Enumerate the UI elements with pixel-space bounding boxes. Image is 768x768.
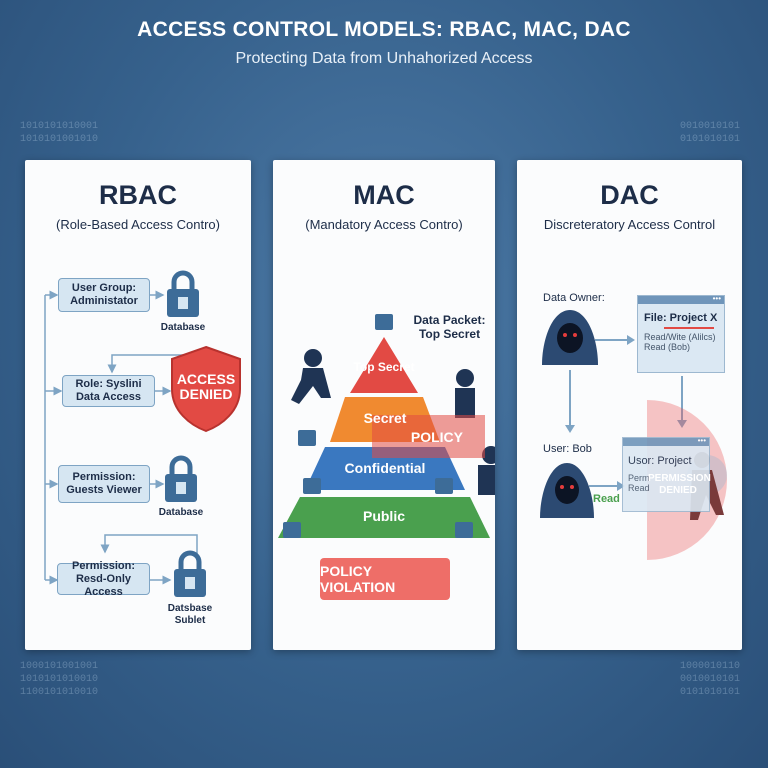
lock-icon [165,455,197,502]
permission-denied-text: PERMISSION DENIED [648,473,711,496]
page-title: ACCESS CONTROL MODELS: RBAC, MAC, DAC [137,18,631,41]
window-titlebar: ••• [638,295,724,304]
tier-top-secret [350,337,418,393]
binary-decoration: 1010101010001 1010101001010 [20,121,99,145]
shield-icon [171,345,241,433]
read-label: Read [593,493,620,505]
rbac-title: RBAC [99,180,177,210]
rbac-box-user-group: User Group: Administator [58,278,150,312]
rbac-target-label: Database [160,322,206,333]
file-window: ••• File: Project X Read/Wite (Alilcs) R… [637,295,725,373]
file-permission-line: Read (Bob) [644,342,691,352]
file2-line: Perm [628,473,650,483]
file-permission-line: Read/Wite (Alilcs) [644,332,716,342]
file-title: File: Project X [644,312,718,324]
tier-label: Top Secret [353,360,415,374]
mac-subtitle: (Mandatory Access Contro) [305,217,463,232]
dac-title: DAC [600,180,659,210]
binary-decoration: 1000010110 0010010101 0101010101 [680,661,741,698]
rbac-box-role: Role: Syslini Data Access [62,375,155,407]
rbac-box-permission-readonly: Permission: Resd-Only Access [57,560,150,598]
rbac-subtitle: (Role-Based Access Contro) [55,217,220,232]
tier-label: Confidential [344,460,426,476]
tier-label: Public [362,508,405,524]
file2-title: Usor: Project [628,455,692,467]
rbac-target-label: Datsbase Sublet [167,603,213,626]
dac-subtitle: Discreteratory Access Control [543,217,716,232]
tier-label: Secret [363,410,407,426]
file2-line: Read [628,483,650,493]
mac-title: MAC [353,180,415,210]
rbac-target-label: Database [158,507,204,518]
user-bob-label: User: Bob [543,443,592,455]
page-subtitle: Protecting Data from Unhahorized Access [235,50,533,67]
rbac-connectors [44,290,198,585]
access-denied-text: ACCESS DENIED [176,371,236,402]
policy-violation-badge: POLICY VIOLATION [320,558,450,600]
data-owner-label: Data Owner: [543,292,605,304]
policy-overlay: POLICY [372,415,485,458]
dac-panel [517,160,742,650]
binary-decoration: 0010010101 0101010101 [680,121,741,145]
file-window-2: ••• Usor: Project Perm Read [622,437,710,512]
lock-icon [174,550,206,597]
binary-decoration: 1000101001001 1010101010010 110010101001… [20,661,99,698]
data-packet-label: Data Packet: Top Secret [413,313,486,341]
lock-icon [167,270,199,317]
red-arrow-icon [664,327,714,329]
window-titlebar: ••• [623,437,709,446]
tier-public [278,497,490,538]
rbac-box-permission-guests: Permission: Guests Viewer [58,465,150,503]
